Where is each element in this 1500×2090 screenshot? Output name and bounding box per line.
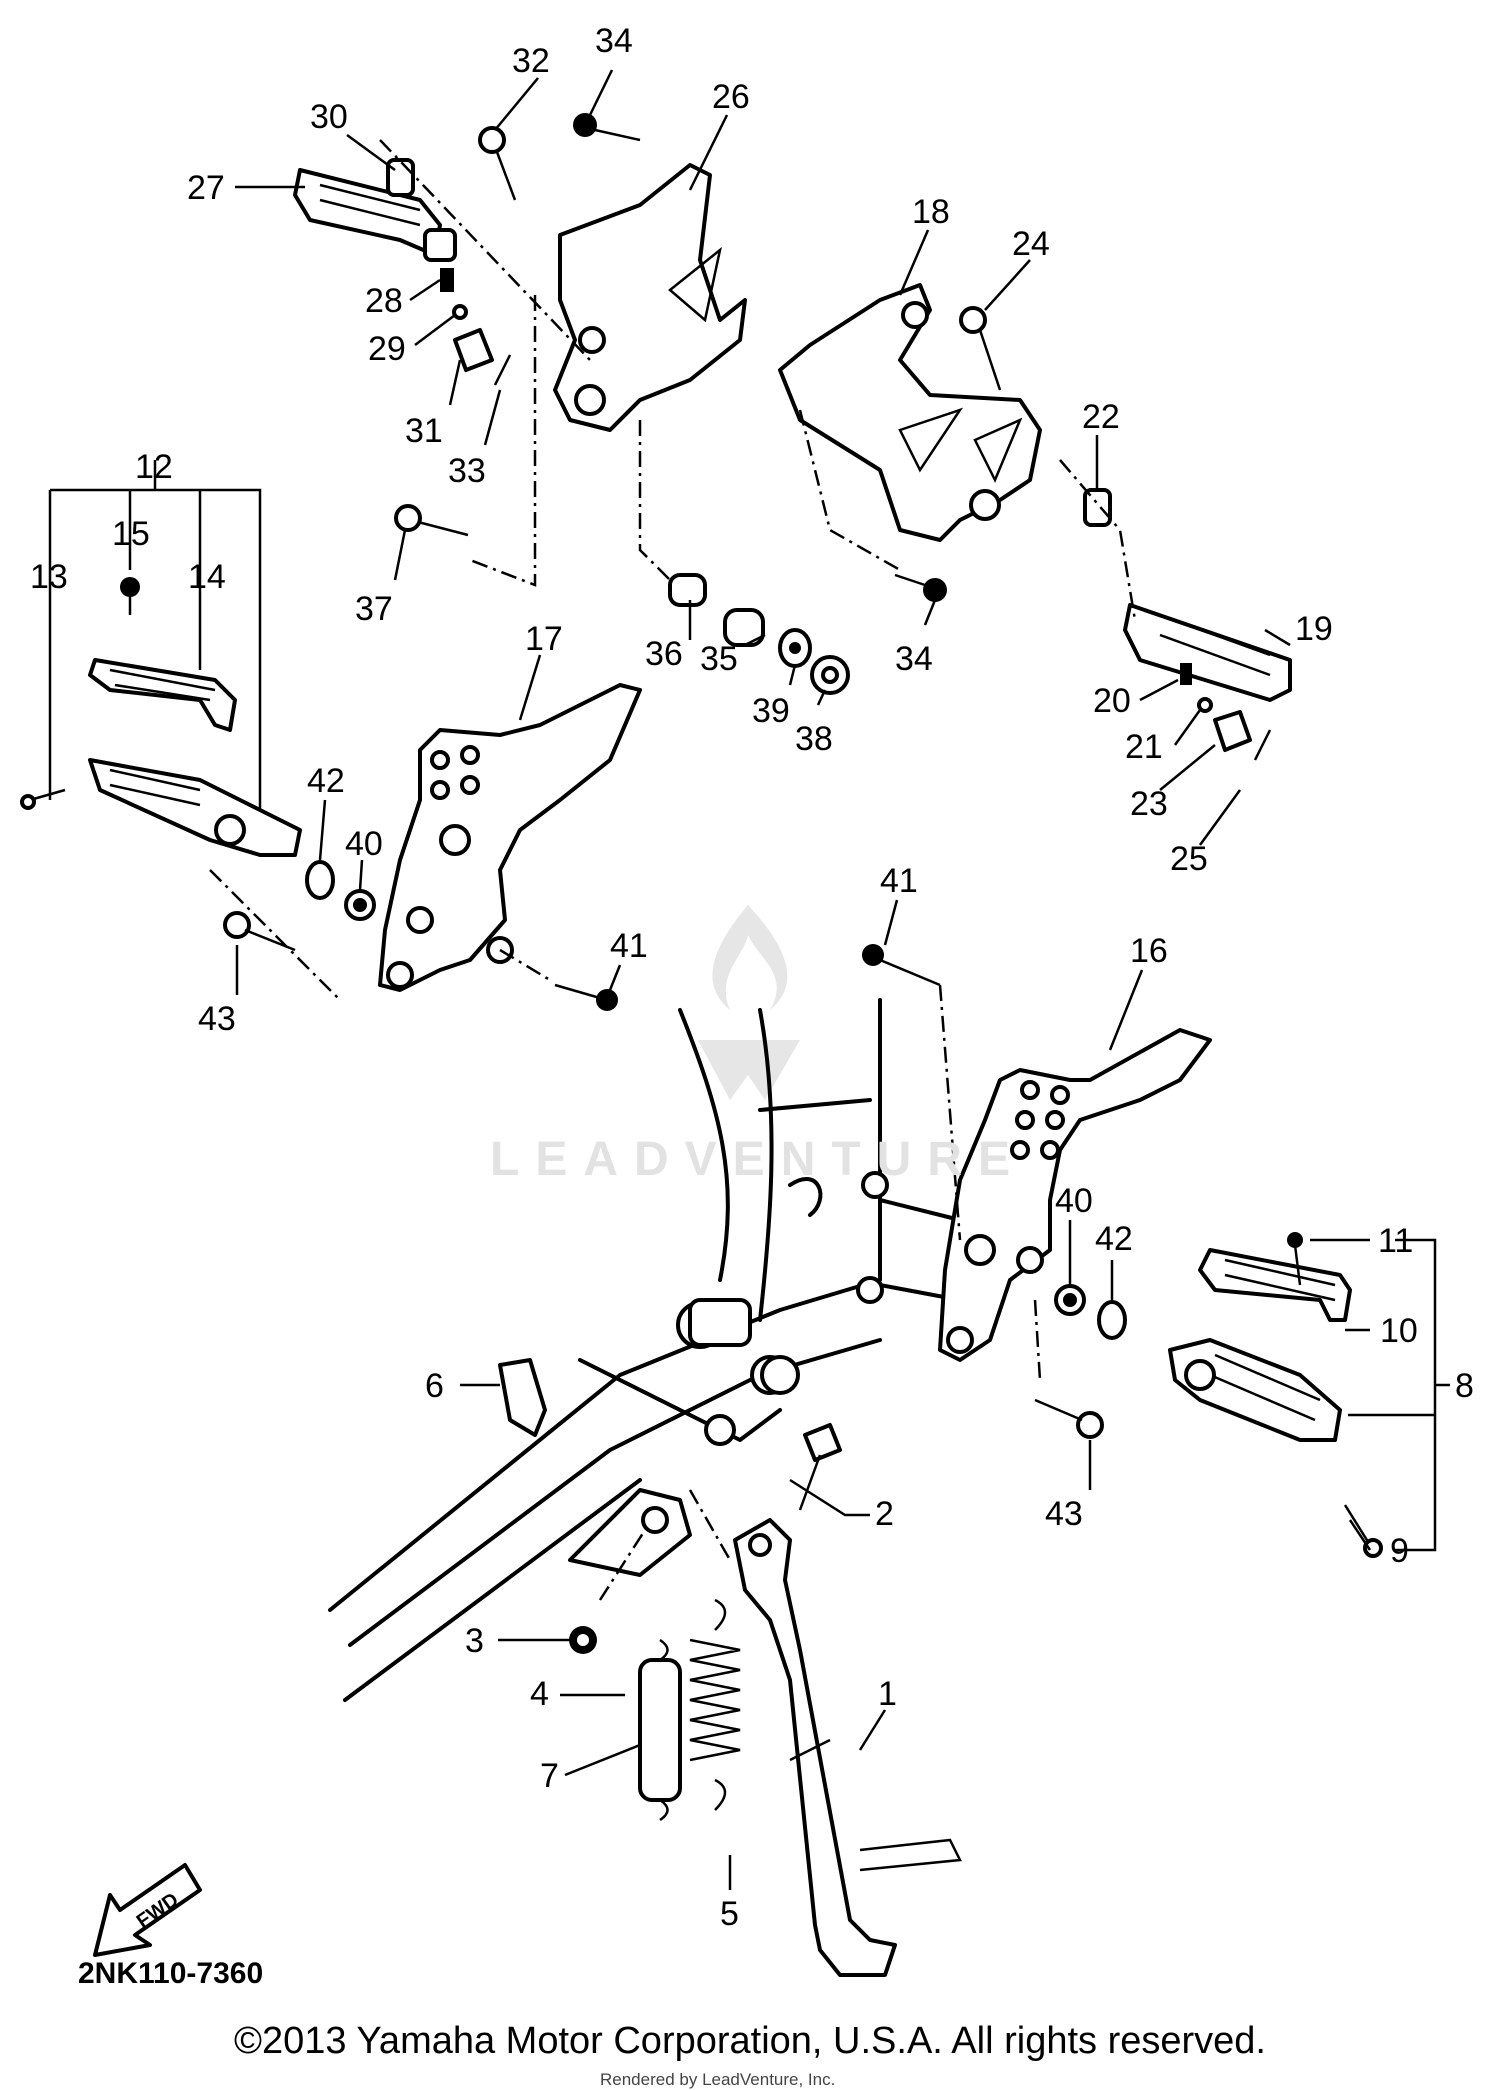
leader-1 <box>858 1709 887 1751</box>
callout-42b: 42 <box>1095 1220 1133 1258</box>
fwd-arrow-icon: FWD <box>93 1863 202 1957</box>
callout-33: 33 <box>448 452 486 490</box>
callout-19: 19 <box>1295 610 1333 648</box>
callout-40a: 40 <box>345 825 383 863</box>
callout-16: 16 <box>1130 932 1168 970</box>
small-hardware <box>20 113 1383 1654</box>
callout-24: 24 <box>1012 225 1050 263</box>
callout-42a: 42 <box>307 762 345 800</box>
callout-30: 30 <box>310 98 348 136</box>
footrest-19 <box>1123 603 1292 702</box>
callout-37: 37 <box>355 590 393 628</box>
callout-41b: 41 <box>610 927 648 965</box>
callout-13: 13 <box>30 558 68 596</box>
callout-41a: 41 <box>880 862 918 900</box>
callout-22: 22 <box>1082 398 1120 436</box>
callout-7: 7 <box>540 1757 559 1795</box>
bracket-16 <box>938 1028 1212 1362</box>
footrest-27 <box>293 168 457 262</box>
callout-40b: 40 <box>1055 1182 1093 1220</box>
callout-17: 17 <box>525 620 563 658</box>
callout-36: 36 <box>645 635 683 673</box>
callout-38: 38 <box>795 720 833 758</box>
callout-9: 9 <box>1390 1532 1409 1570</box>
callout-8: 8 <box>1455 1367 1474 1405</box>
diagram-code: 2NK110-7360 <box>78 1957 264 1990</box>
callout-28: 28 <box>365 282 403 320</box>
callout-39: 39 <box>752 692 790 730</box>
watermark-logo <box>698 905 800 1100</box>
watermark-text: LEADVENTURE <box>490 1133 1027 1186</box>
callout-15: 15 <box>112 515 150 553</box>
assembly-lines <box>209 139 1137 1601</box>
footrest-10 <box>1198 1248 1352 1322</box>
footrest-12 <box>88 758 302 857</box>
callout-3: 3 <box>465 1622 484 1660</box>
callout-5: 5 <box>720 1895 739 1933</box>
callout-25: 25 <box>1170 840 1208 878</box>
callout-18: 18 <box>912 193 950 231</box>
callout-4: 4 <box>530 1675 549 1713</box>
frame-outline <box>328 998 962 1702</box>
callout-34b: 34 <box>895 640 933 678</box>
callouts: 2 3 4 5 6 7 8 9 10 11 12 13 14 15 16 17 … <box>30 22 1474 1933</box>
callout-20: 20 <box>1093 682 1131 720</box>
callout-12: 12 <box>135 448 173 486</box>
callout-43a: 43 <box>198 1000 236 1038</box>
callout-27: 27 <box>187 169 225 207</box>
callout-23: 23 <box>1130 785 1168 823</box>
callout-1: 1 <box>878 1675 897 1713</box>
callout-35: 35 <box>700 640 738 678</box>
callout-34a: 34 <box>595 22 633 60</box>
footrest-14 <box>88 658 237 732</box>
copyright-notice: ©2013 Yamaha Motor Corporation, U.S.A. A… <box>234 2020 1266 2062</box>
leader-lines <box>48 69 1450 1890</box>
spring-4-7 <box>638 1638 682 1822</box>
bracket-18 <box>778 283 1042 542</box>
callout-31: 31 <box>405 412 443 450</box>
callout-2: 2 <box>875 1495 894 1533</box>
bracket-26 <box>553 163 747 432</box>
callout-26: 26 <box>712 78 750 116</box>
callout-21: 21 <box>1125 728 1163 766</box>
footrest-8 <box>1168 1338 1342 1442</box>
callout-43b: 43 <box>1045 1495 1083 1533</box>
spring-5 <box>689 1598 741 1811</box>
bracket-17 <box>378 683 642 992</box>
callout-6: 6 <box>425 1367 444 1405</box>
callout-11: 11 <box>1378 1222 1413 1260</box>
callout-10: 10 <box>1380 1312 1418 1350</box>
callout-29: 29 <box>368 330 406 368</box>
sidestand-1 <box>733 1518 962 1977</box>
callout-32: 32 <box>512 42 550 80</box>
rendered-by-note: Rendered by LeadVenture, Inc. <box>600 2070 836 2089</box>
callout-14: 14 <box>188 558 226 596</box>
